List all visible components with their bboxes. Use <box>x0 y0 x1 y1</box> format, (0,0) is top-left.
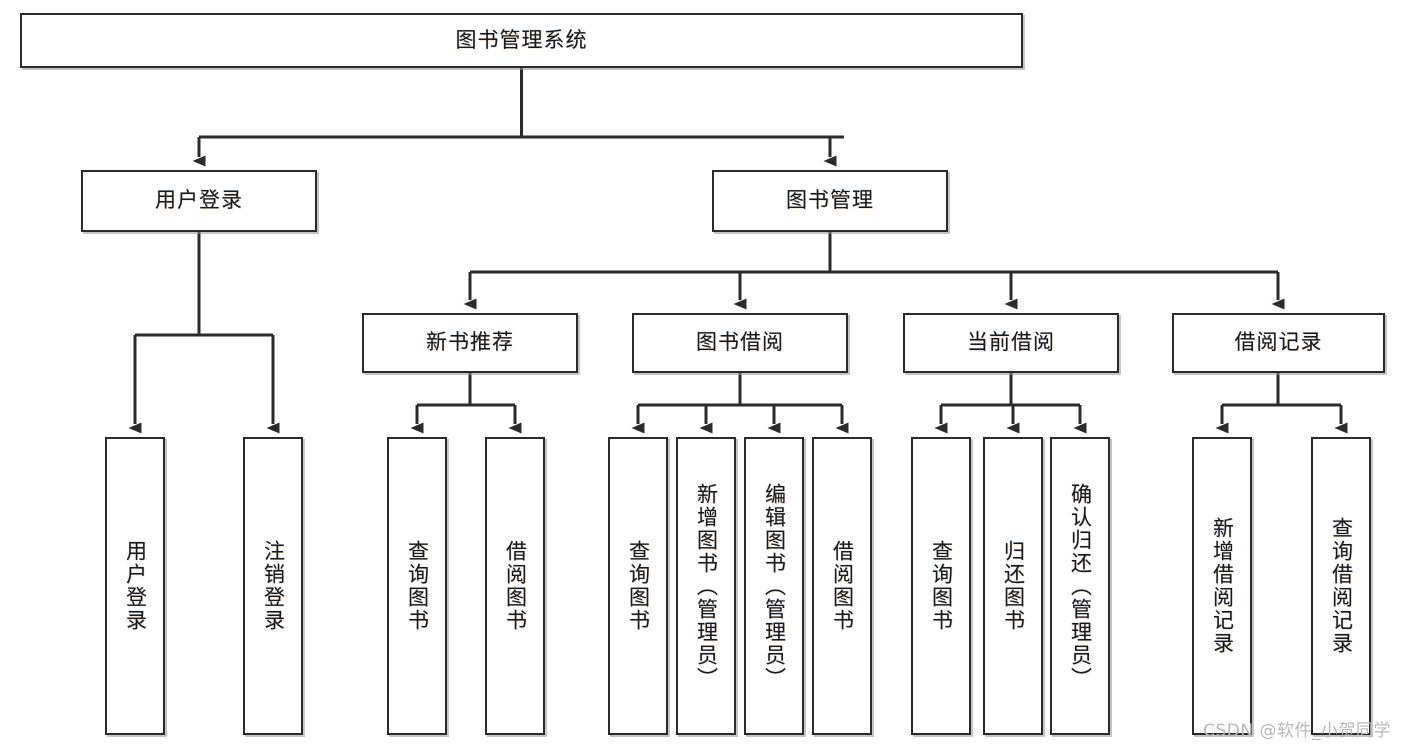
leaf-edit-book[interactable]: 编辑图书（管理员） <box>744 437 804 735</box>
leaf-confirm-return-label: 确认归还（管理员） <box>1068 482 1093 690</box>
leaf-query-book-3-label: 查询图书 <box>929 540 954 632</box>
leaf-add-book[interactable]: 新增图书（管理员） <box>676 437 736 735</box>
node-book-manage[interactable]: 图书管理 <box>712 170 948 232</box>
node-current-borrow-label: 当前借阅 <box>967 330 1055 355</box>
leaf-edit-book-label: 编辑图书（管理员） <box>762 482 787 690</box>
leaf-query-record[interactable]: 查询借阅记录 <box>1311 437 1371 735</box>
leaf-query-book-1[interactable]: 查询图书 <box>387 437 447 735</box>
leaf-borrow-book-2[interactable]: 借阅图书 <box>812 437 872 735</box>
node-book-borrow-label: 图书借阅 <box>696 330 784 355</box>
leaf-query-book-2-label: 查询图书 <box>626 540 651 632</box>
leaf-return-book-label: 归还图书 <box>1001 540 1026 632</box>
node-new-book-recommend[interactable]: 新书推荐 <box>362 313 578 373</box>
leaf-confirm-return[interactable]: 确认归还（管理员） <box>1050 437 1110 735</box>
node-current-borrow[interactable]: 当前借阅 <box>903 313 1119 373</box>
leaf-query-book-1-label: 查询图书 <box>405 540 430 632</box>
node-user-login[interactable]: 用户登录 <box>81 170 317 232</box>
leaf-add-record-label: 新增借阅记录 <box>1210 517 1235 655</box>
node-borrow-record[interactable]: 借阅记录 <box>1172 313 1385 373</box>
leaf-add-record[interactable]: 新增借阅记录 <box>1192 437 1252 735</box>
leaf-borrow-book-1-label: 借阅图书 <box>503 540 528 632</box>
leaf-user-logout[interactable]: 注销登录 <box>243 437 303 735</box>
node-borrow-record-label: 借阅记录 <box>1234 330 1323 355</box>
leaf-return-book[interactable]: 归还图书 <box>983 437 1043 735</box>
node-new-book-recommend-label: 新书推荐 <box>426 330 514 355</box>
leaf-user-logout-label: 注销登录 <box>261 540 286 632</box>
leaf-query-book-3[interactable]: 查询图书 <box>911 437 971 735</box>
leaf-borrow-book-2-label: 借阅图书 <box>830 540 855 632</box>
node-book-manage-label: 图书管理 <box>786 188 874 213</box>
node-root-label: 图书管理系统 <box>455 27 588 52</box>
node-user-login-label: 用户登录 <box>155 188 243 213</box>
leaf-user-login-label: 用户登录 <box>123 540 148 632</box>
leaf-add-book-label: 新增图书（管理员） <box>694 482 719 690</box>
leaf-user-login[interactable]: 用户登录 <box>105 437 165 735</box>
node-root[interactable]: 图书管理系统 <box>20 13 1023 68</box>
leaf-query-book-2[interactable]: 查询图书 <box>608 437 668 735</box>
leaf-borrow-book-1[interactable]: 借阅图书 <box>485 437 545 735</box>
node-book-borrow[interactable]: 图书借阅 <box>632 313 848 373</box>
leaf-query-record-label: 查询借阅记录 <box>1329 517 1354 655</box>
